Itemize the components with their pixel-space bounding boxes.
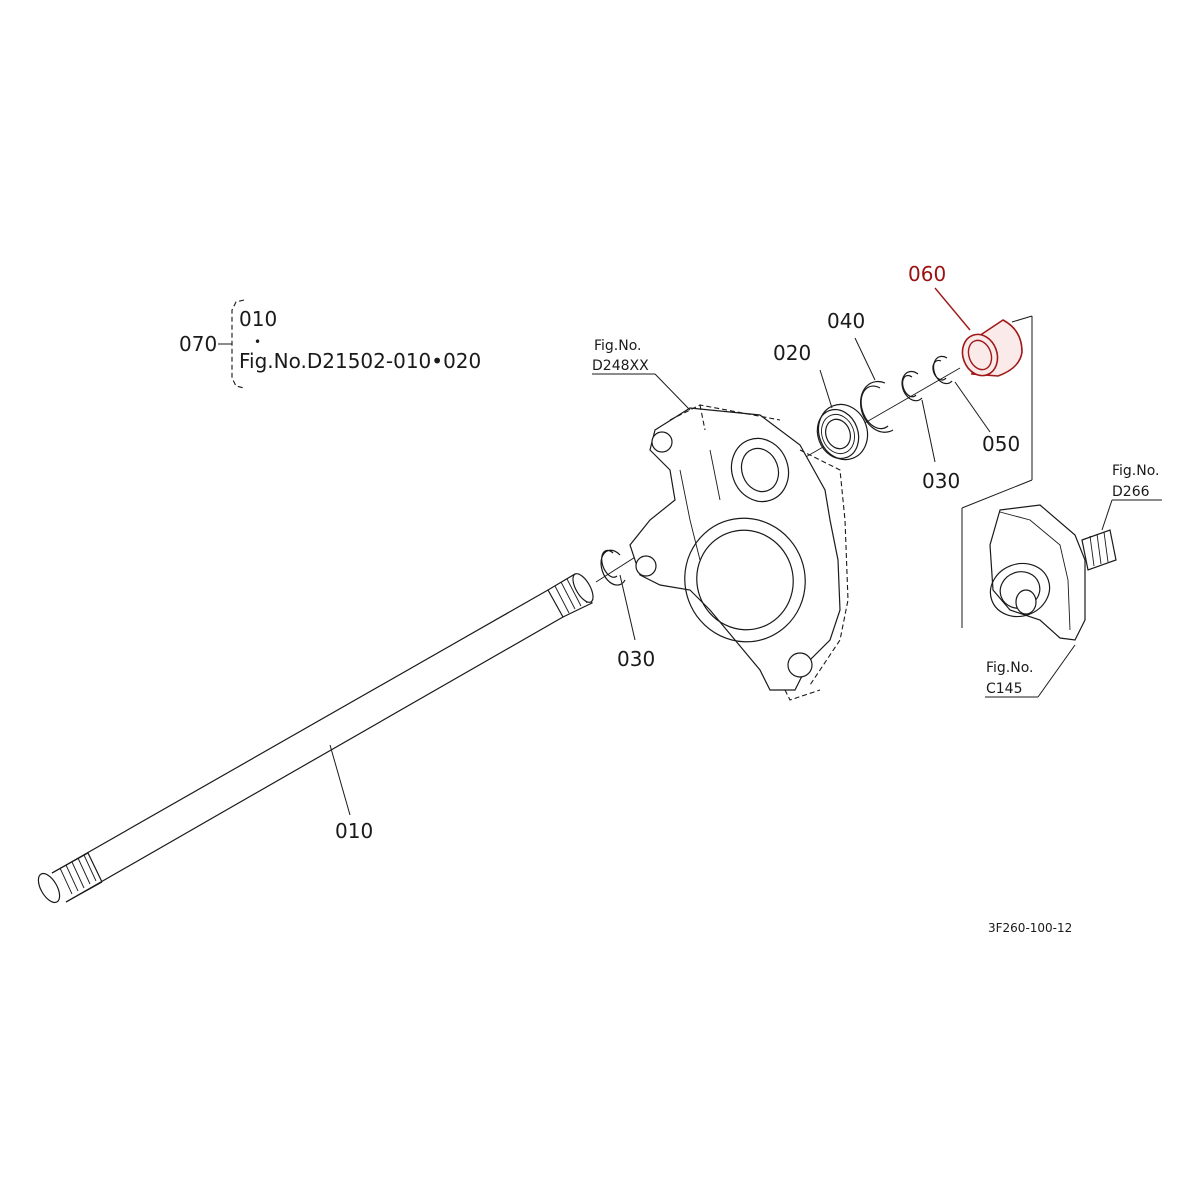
fig-reference-housing[interactable]: Fig.No. D248XX xyxy=(592,338,649,374)
circlip-part-050[interactable] xyxy=(932,355,953,385)
kit-note-line1: 010 xyxy=(239,307,277,331)
drawing-code: 3F260-100-12 xyxy=(988,921,1072,935)
kit-note-dot: • xyxy=(254,335,261,349)
label-060-highlighted: 060 xyxy=(908,262,946,286)
label-040: 040 xyxy=(827,309,865,333)
kit-note-line2: Fig.No.D21502-010•020 xyxy=(239,349,481,373)
label-010-shaft: 010 xyxy=(335,819,373,843)
housing-reference-part[interactable] xyxy=(629,404,849,701)
label-070: 070 xyxy=(179,332,217,356)
ref-housing-fig: Fig.No. xyxy=(594,338,642,354)
ref-c145-fig: Fig.No. xyxy=(986,660,1034,676)
part-labels: 010 030 020 040 030 050 060 070 xyxy=(179,262,1020,843)
circlip-part-030-left[interactable] xyxy=(600,549,626,586)
label-030-left: 030 xyxy=(617,647,655,671)
bushing-part-060-highlighted[interactable] xyxy=(934,287,1023,381)
ref-housing-num: D248XX xyxy=(592,358,649,374)
ref-d266-fig: Fig.No. xyxy=(1112,463,1160,479)
fig-reference-d266[interactable]: Fig.No. D266 xyxy=(1112,463,1160,500)
ref-d266-num: D266 xyxy=(1112,484,1150,500)
ref-c145-num: C145 xyxy=(986,681,1023,697)
label-050: 050 xyxy=(982,432,1020,456)
assembly-bracket xyxy=(961,315,1033,628)
circlip-part-030-right[interactable] xyxy=(901,370,923,402)
label-030-right: 030 xyxy=(922,469,960,493)
label-020: 020 xyxy=(773,341,811,365)
kit-note-070: 010 • Fig.No.D21502-010•020 xyxy=(239,307,481,373)
leader-lines xyxy=(218,299,1162,816)
right-assembly-reference[interactable] xyxy=(983,504,1117,641)
fig-reference-c145[interactable]: Fig.No. C145 xyxy=(986,660,1034,697)
bearing-part-020[interactable] xyxy=(811,397,875,466)
snap-ring-part-040[interactable] xyxy=(860,380,894,433)
